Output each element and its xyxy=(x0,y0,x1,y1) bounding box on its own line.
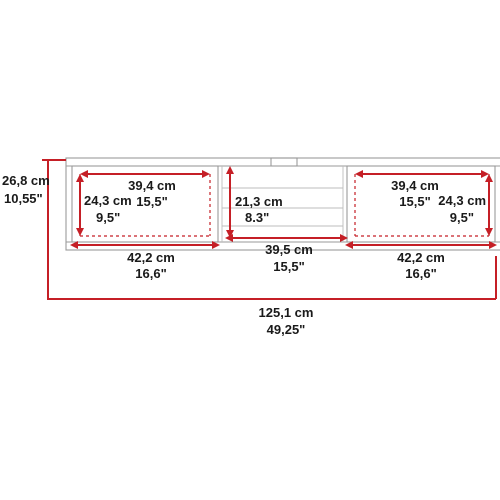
right-inner-height-in: 9,5" xyxy=(450,210,474,225)
left-inner-width-arrow-end xyxy=(202,170,210,178)
center-width-cm: 39,5 cm xyxy=(265,242,313,257)
right-inner-width-arrow-start xyxy=(355,170,363,178)
center-height-arrow-top xyxy=(226,166,234,174)
center-height-in: 8.3" xyxy=(245,210,269,225)
center-width-in: 15,5" xyxy=(273,259,304,274)
left-outer-width-cm: 42,2 cm xyxy=(127,250,175,265)
left-door xyxy=(71,165,219,243)
total-width-in-label: 49,25" xyxy=(267,322,306,337)
left-inner-height-arrow-bottom xyxy=(76,228,84,236)
center-width-arrow-start xyxy=(225,234,233,242)
right-inner-height-arrow-bottom xyxy=(485,228,493,236)
center-height-arrow-bottom xyxy=(226,230,234,238)
left-cabinet-dimensions: 39,4 cm 15,5" 24,3 cm 9,5" 42,2 cm 16,6" xyxy=(70,170,220,281)
right-outer-width-arrow-end xyxy=(489,241,497,249)
left-outer-width-in: 16,6" xyxy=(135,266,166,281)
right-inner-width-cm: 39,4 cm xyxy=(391,178,439,193)
center-height-cm: 21,3 cm xyxy=(235,194,283,209)
center-shelf-dimensions: 21,3 cm 8.3" 39,5 cm 15,5" xyxy=(225,166,348,274)
right-cabinet-dimensions: 39,4 cm 15,5" 24,3 cm 9,5" 42,2 cm 16,6" xyxy=(345,170,497,281)
left-inner-width-in: 15,5" xyxy=(136,194,167,209)
right-door xyxy=(346,165,496,243)
right-inner-height-arrow-top xyxy=(485,174,493,182)
total-width-cm-label: 125,1 cm xyxy=(259,305,314,320)
right-inner-width-in: 15,5" xyxy=(399,194,430,209)
height-in-label: 10,55" xyxy=(4,191,43,206)
height-cm-label: 26,8 cm xyxy=(2,173,50,188)
total-width-dimension: 125,1 cm 49,25" xyxy=(48,256,497,337)
height-dimension: 26,8 cm 10,55" xyxy=(2,159,66,300)
right-inner-height-cm: 24,3 cm xyxy=(438,193,486,208)
center-width-arrow-end xyxy=(340,234,348,242)
right-outer-width-in: 16,6" xyxy=(405,266,436,281)
left-inner-height-cm: 24,3 cm xyxy=(84,193,132,208)
right-outer-width-cm: 42,2 cm xyxy=(397,250,445,265)
tv-stand-outline xyxy=(65,157,500,251)
left-outer-width-arrow-end xyxy=(212,241,220,249)
cable-hole xyxy=(270,157,298,167)
right-outer-width-arrow-start xyxy=(345,241,353,249)
left-inner-height-in: 9,5" xyxy=(96,210,120,225)
left-outer-width-arrow-start xyxy=(70,241,78,249)
right-inner-width-arrow-end xyxy=(481,170,489,178)
left-inner-height-arrow-top xyxy=(76,174,84,182)
left-inner-width-cm: 39,4 cm xyxy=(128,178,176,193)
left-inner-width-arrow-start xyxy=(80,170,88,178)
